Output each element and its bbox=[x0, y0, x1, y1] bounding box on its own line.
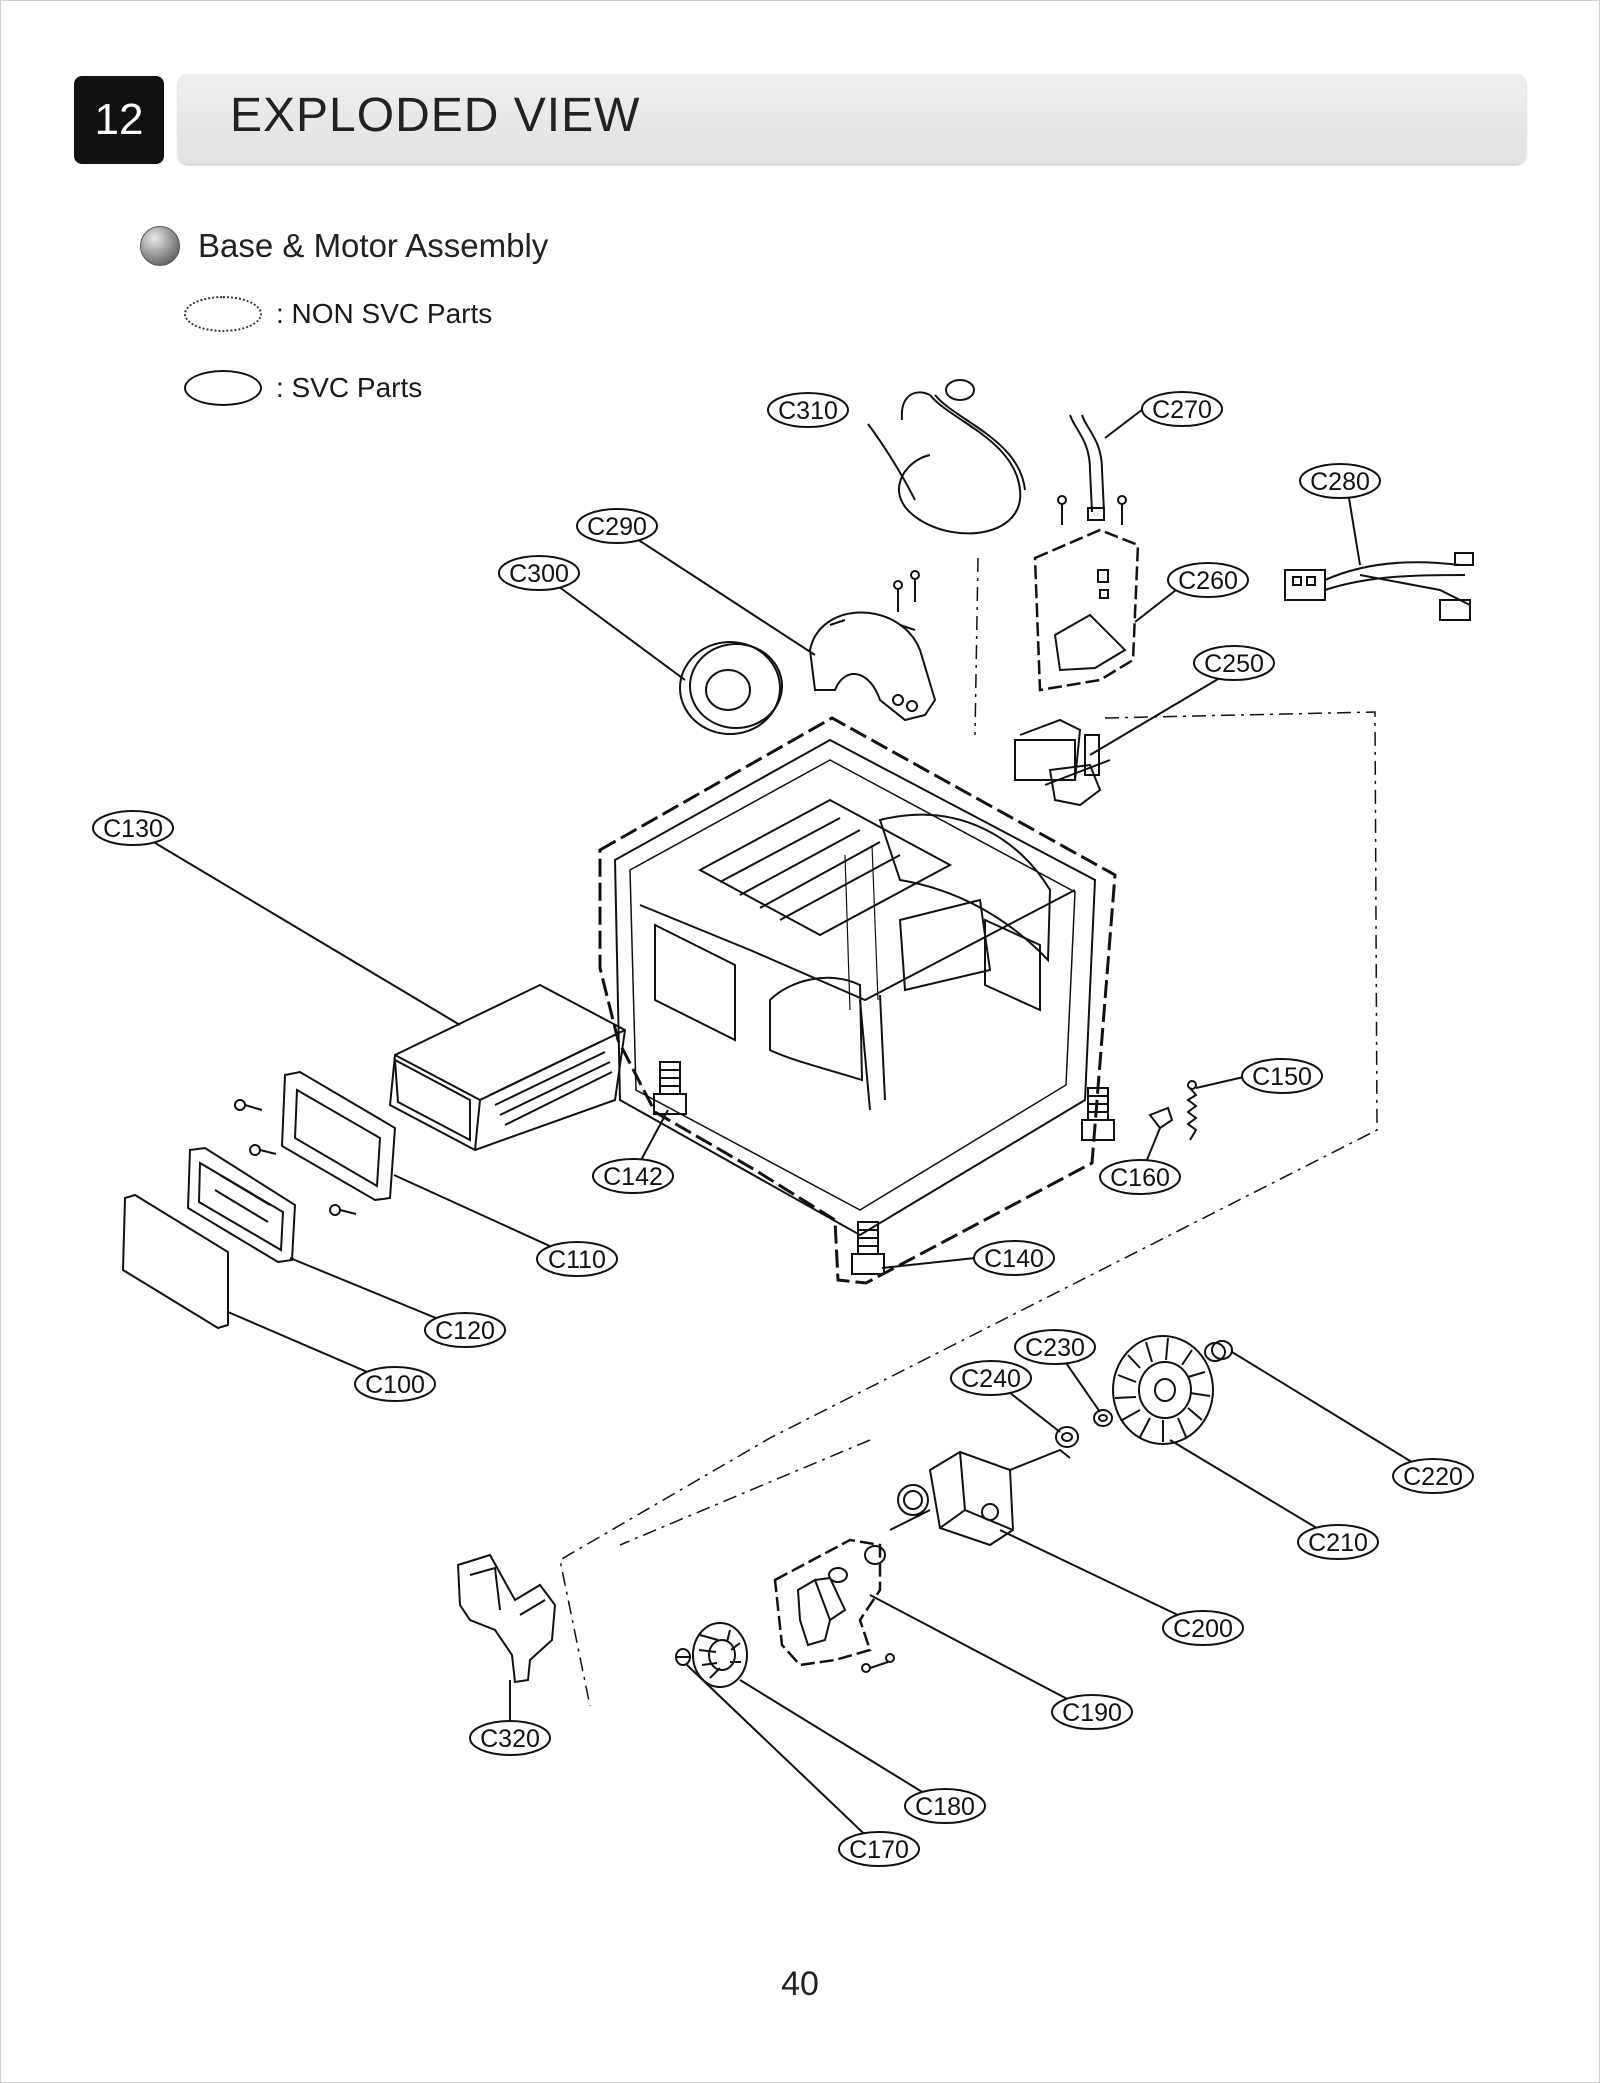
callout-label: C290 bbox=[587, 513, 647, 541]
leveling-foot-c142 bbox=[653, 1061, 687, 1115]
callout-label: C180 bbox=[915, 1793, 975, 1821]
callout-label: C190 bbox=[1062, 1699, 1122, 1727]
callout-c320: C320 bbox=[469, 1720, 551, 1756]
callout-c300: C300 bbox=[498, 555, 580, 591]
filter-frame-c110 bbox=[280, 1070, 397, 1202]
callout-c142: C142 bbox=[592, 1158, 674, 1194]
leveling-foot-right bbox=[1081, 1087, 1115, 1141]
title-bar: EXPLODED VIEW bbox=[178, 74, 1526, 164]
dotted-ellipse-icon bbox=[184, 296, 262, 332]
fan-c180 bbox=[692, 1622, 748, 1688]
solid-ellipse-icon bbox=[184, 370, 262, 406]
blower-c210 bbox=[1112, 1335, 1214, 1445]
callout-label: C310 bbox=[778, 397, 838, 425]
callout-label: C160 bbox=[1110, 1164, 1170, 1192]
wire-harness-c310 bbox=[898, 379, 1026, 535]
heater-duct-c130 bbox=[388, 983, 627, 1152]
callout-c280: C280 bbox=[1299, 463, 1381, 499]
collar-c240 bbox=[1055, 1426, 1079, 1448]
callout-label: C300 bbox=[509, 560, 569, 588]
bearing-housing-c290 bbox=[808, 570, 937, 722]
callout-c120: C120 bbox=[424, 1312, 506, 1348]
callout-c240: C240 bbox=[950, 1360, 1032, 1396]
callout-c100: C100 bbox=[354, 1366, 436, 1402]
section-bullet-icon bbox=[140, 226, 180, 266]
section-heading: Base & Motor Assembly bbox=[140, 226, 548, 266]
section-title: Base & Motor Assembly bbox=[198, 227, 549, 264]
nut-c170 bbox=[675, 1648, 691, 1666]
callout-label: C240 bbox=[961, 1365, 1021, 1393]
callout-label: C230 bbox=[1025, 1334, 1085, 1362]
motor-c200 bbox=[889, 1448, 1071, 1547]
callout-c310: C310 bbox=[767, 392, 849, 428]
leveling-foot-c140 bbox=[851, 1221, 885, 1275]
callout-label: C220 bbox=[1403, 1463, 1463, 1491]
callout-label: C320 bbox=[480, 1725, 540, 1753]
callout-c140: C140 bbox=[973, 1240, 1055, 1276]
callout-label: C280 bbox=[1310, 468, 1370, 496]
callout-label: C210 bbox=[1308, 1529, 1368, 1557]
page-number: 40 bbox=[781, 1965, 819, 2003]
callout-c180: C180 bbox=[904, 1788, 986, 1824]
guide-lines bbox=[559, 557, 1378, 1707]
callout-label: C260 bbox=[1178, 567, 1238, 595]
spring-c150 bbox=[1186, 1080, 1198, 1141]
callout-c250: C250 bbox=[1193, 645, 1275, 681]
clip-c160 bbox=[1148, 1106, 1174, 1130]
bushing-c220 bbox=[1204, 1340, 1233, 1362]
callout-c110: C110 bbox=[536, 1241, 618, 1277]
callout-c150: C150 bbox=[1241, 1058, 1323, 1094]
connector-harness-c280 bbox=[1284, 552, 1474, 621]
legend-non-svc: : NON SVC Parts bbox=[184, 296, 492, 332]
callout-c270: C270 bbox=[1141, 391, 1223, 427]
callout-c220: C220 bbox=[1392, 1458, 1474, 1494]
callout-label: C200 bbox=[1173, 1615, 1233, 1643]
screws-filter bbox=[234, 1099, 357, 1216]
legend-non-svc-label: : NON SVC Parts bbox=[276, 298, 493, 329]
chapter-number-badge: 12 bbox=[74, 76, 164, 164]
callout-c130: C130 bbox=[92, 810, 174, 846]
callout-label: C100 bbox=[365, 1371, 425, 1399]
callout-c290: C290 bbox=[576, 508, 658, 544]
bracket-c320 bbox=[456, 1553, 557, 1684]
callout-label: C140 bbox=[984, 1245, 1044, 1273]
callout-c260: C260 bbox=[1167, 562, 1249, 598]
washer-c230 bbox=[1093, 1409, 1113, 1427]
motor-mount-c190 bbox=[773, 1538, 895, 1673]
callout-label: C250 bbox=[1204, 650, 1264, 678]
callout-label: C120 bbox=[435, 1317, 495, 1345]
callout-label: C170 bbox=[849, 1836, 909, 1864]
callout-c160: C160 bbox=[1099, 1159, 1181, 1195]
callout-label: C142 bbox=[603, 1163, 663, 1191]
bracket-c260 bbox=[1033, 528, 1140, 692]
filter-cover-c100 bbox=[121, 1193, 229, 1330]
chapter-number: 12 bbox=[94, 95, 144, 144]
base-frame bbox=[598, 716, 1117, 1285]
legend-svc-label: : SVC Parts bbox=[276, 372, 423, 403]
page-title: EXPLODED VIEW bbox=[230, 89, 641, 142]
callout-c170: C170 bbox=[838, 1831, 920, 1867]
callout-label: C130 bbox=[103, 815, 163, 843]
callout-label: C270 bbox=[1152, 396, 1212, 424]
callout-c230: C230 bbox=[1014, 1329, 1096, 1365]
legend-svc: : SVC Parts bbox=[184, 370, 422, 406]
callout-label: C110 bbox=[548, 1246, 606, 1274]
callout-c190: C190 bbox=[1051, 1694, 1133, 1730]
callout-c200: C200 bbox=[1162, 1610, 1244, 1646]
callout-label: C150 bbox=[1252, 1063, 1312, 1091]
bearing-seal-c300 bbox=[679, 641, 783, 735]
callout-c210: C210 bbox=[1297, 1524, 1379, 1560]
valve-c250 bbox=[1014, 718, 1111, 807]
filter-housing-c120 bbox=[186, 1146, 297, 1264]
hose-c270 bbox=[1057, 414, 1127, 525]
